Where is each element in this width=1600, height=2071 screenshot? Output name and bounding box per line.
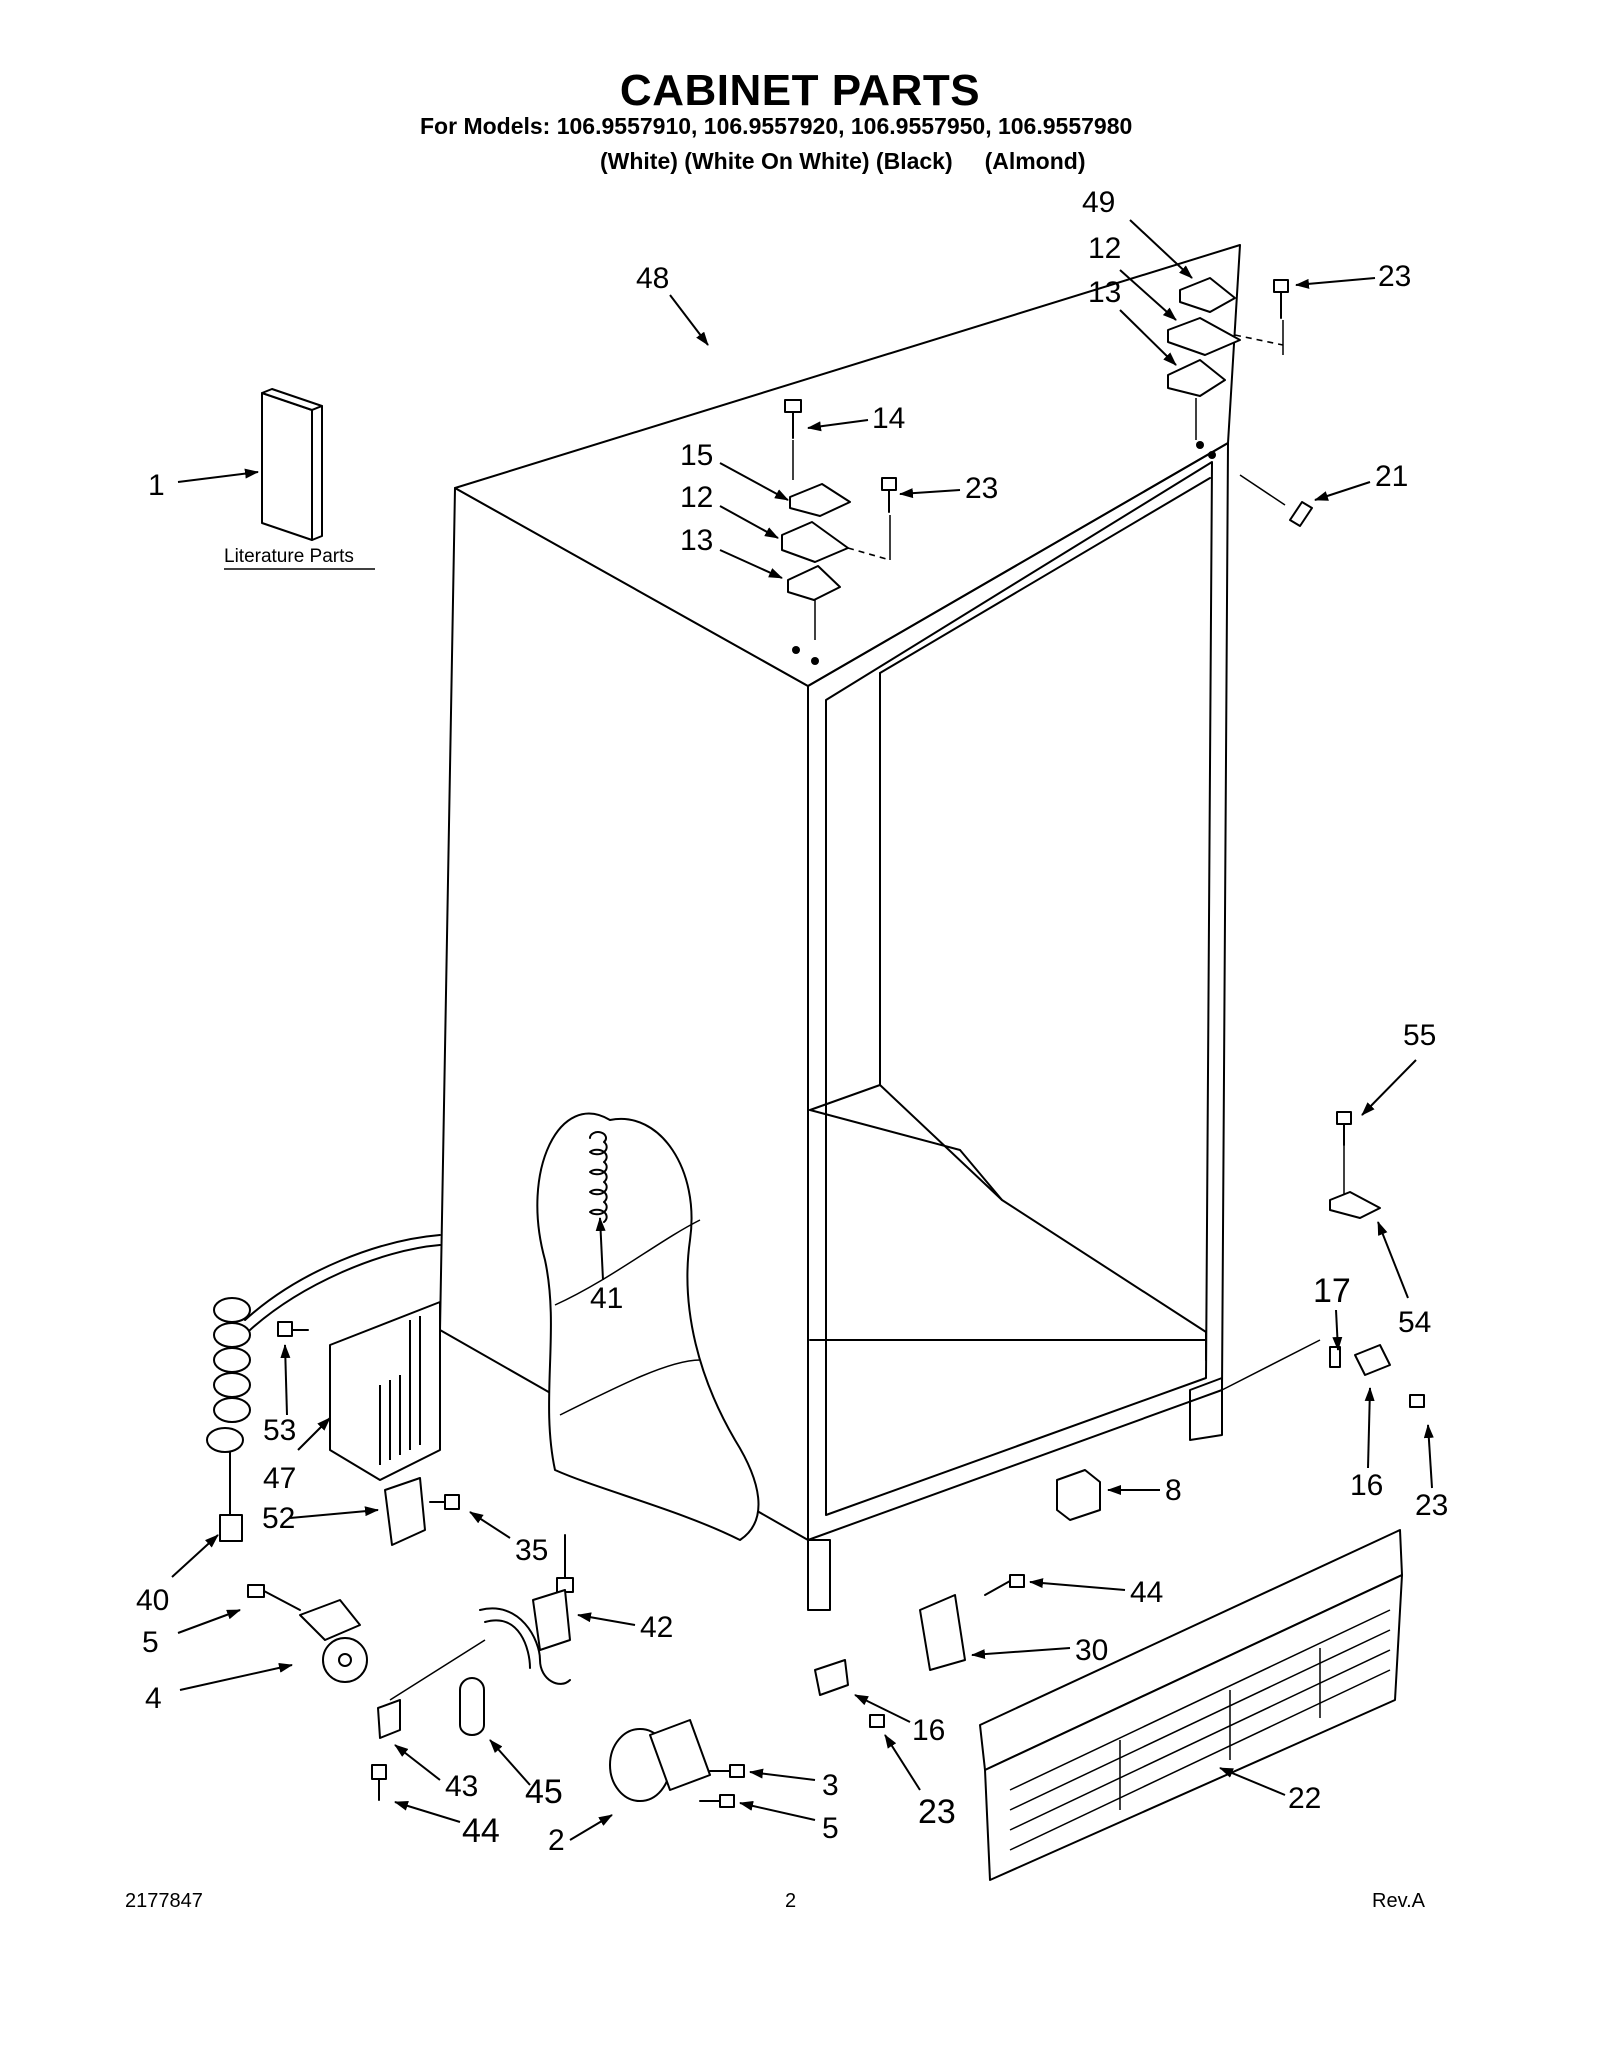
right-side-hardware <box>1221 1111 1425 1408</box>
model-colors: (White) (White On White) (Black) (Almond… <box>600 148 1086 174</box>
callout-13-mid: 13 <box>680 524 713 557</box>
screw-35 <box>429 1494 460 1510</box>
power-cord <box>206 1234 441 1542</box>
page-number: 2 <box>785 1890 797 1912</box>
literature-booklet <box>261 388 323 541</box>
callout-53: 53 <box>263 1414 296 1447</box>
part-8-block <box>1056 1469 1101 1521</box>
screw-14 <box>784 399 802 480</box>
callout-42: 42 <box>640 1611 673 1644</box>
callout-5-left: 5 <box>142 1626 159 1659</box>
callout-41: 41 <box>590 1282 623 1315</box>
callout-5-lower: 5 <box>822 1812 839 1845</box>
callout-23-mid: 23 <box>965 472 998 505</box>
callout-15: 15 <box>680 439 713 472</box>
refrigerator-cabinet <box>439 244 1241 1611</box>
upper-left-hinge <box>781 483 891 640</box>
screw-53 <box>277 1321 309 1337</box>
callout-54: 54 <box>1398 1306 1431 1339</box>
callout-14: 14 <box>872 402 905 435</box>
callout-17: 17 <box>1313 1272 1351 1310</box>
callout-52: 52 <box>262 1502 295 1535</box>
callout-12-mid: 12 <box>680 481 713 514</box>
callout-47: 47 <box>263 1462 296 1495</box>
literature-parts-label: Literature Parts <box>224 546 354 567</box>
callout-3: 3 <box>822 1769 839 1802</box>
bracket-16-lower <box>814 1659 885 1728</box>
leader-arrows <box>171 219 1434 1841</box>
heater-coil <box>589 1131 608 1223</box>
page-title: CABINET PARTS <box>619 66 981 115</box>
callout-12-top: 12 <box>1088 232 1121 265</box>
control-bracket <box>329 1301 441 1481</box>
rear-roller <box>609 1719 745 1808</box>
bracket-52 <box>384 1477 426 1546</box>
callout-55: 55 <box>1403 1019 1436 1052</box>
callout-49: 49 <box>1082 186 1115 219</box>
callout-16-lower: 16 <box>912 1714 945 1747</box>
upper-right-hinge <box>1167 277 1284 440</box>
toe-grille <box>979 1529 1403 1881</box>
callout-44-lower: 44 <box>462 1812 500 1850</box>
callout-1: 1 <box>148 469 165 502</box>
callout-23-right: 23 <box>1415 1489 1448 1522</box>
callout-48: 48 <box>636 262 669 295</box>
bracket-30 <box>919 1574 1025 1671</box>
water-line <box>479 1534 574 1685</box>
callout-4: 4 <box>145 1682 162 1715</box>
revision-label: Rev.A <box>1372 1890 1425 1912</box>
callout-23-top: 23 <box>1378 260 1411 293</box>
callout-44-right: 44 <box>1130 1576 1163 1609</box>
part-21-clip <box>1239 474 1313 527</box>
callout-30: 30 <box>1075 1634 1108 1667</box>
clip-45 <box>459 1677 485 1736</box>
callout-43: 43 <box>445 1770 478 1803</box>
callout-45: 45 <box>525 1773 563 1811</box>
front-roller <box>247 1584 368 1683</box>
callout-2: 2 <box>548 1824 565 1857</box>
document-number: 2177847 <box>125 1890 203 1912</box>
models-subtitle: For Models: 106.9557910, 106.9557920, 10… <box>420 113 1133 139</box>
callout-8: 8 <box>1165 1474 1182 1507</box>
callout-23-lower: 23 <box>918 1793 956 1831</box>
callout-35: 35 <box>515 1534 548 1567</box>
clamp-43 <box>371 1639 486 1801</box>
callout-labels: 1 Literature Parts 48 49 12 13 23 14 15 … <box>136 186 1448 1857</box>
callout-22: 22 <box>1288 1782 1321 1815</box>
callout-40: 40 <box>136 1584 169 1617</box>
screw-23-mid <box>881 477 897 513</box>
screw-23-top <box>1273 279 1289 319</box>
callout-16-right: 16 <box>1350 1469 1383 1502</box>
callout-21: 21 <box>1375 460 1408 493</box>
cabinet-cutaway <box>536 1112 760 1541</box>
callout-13-top: 13 <box>1088 276 1121 309</box>
